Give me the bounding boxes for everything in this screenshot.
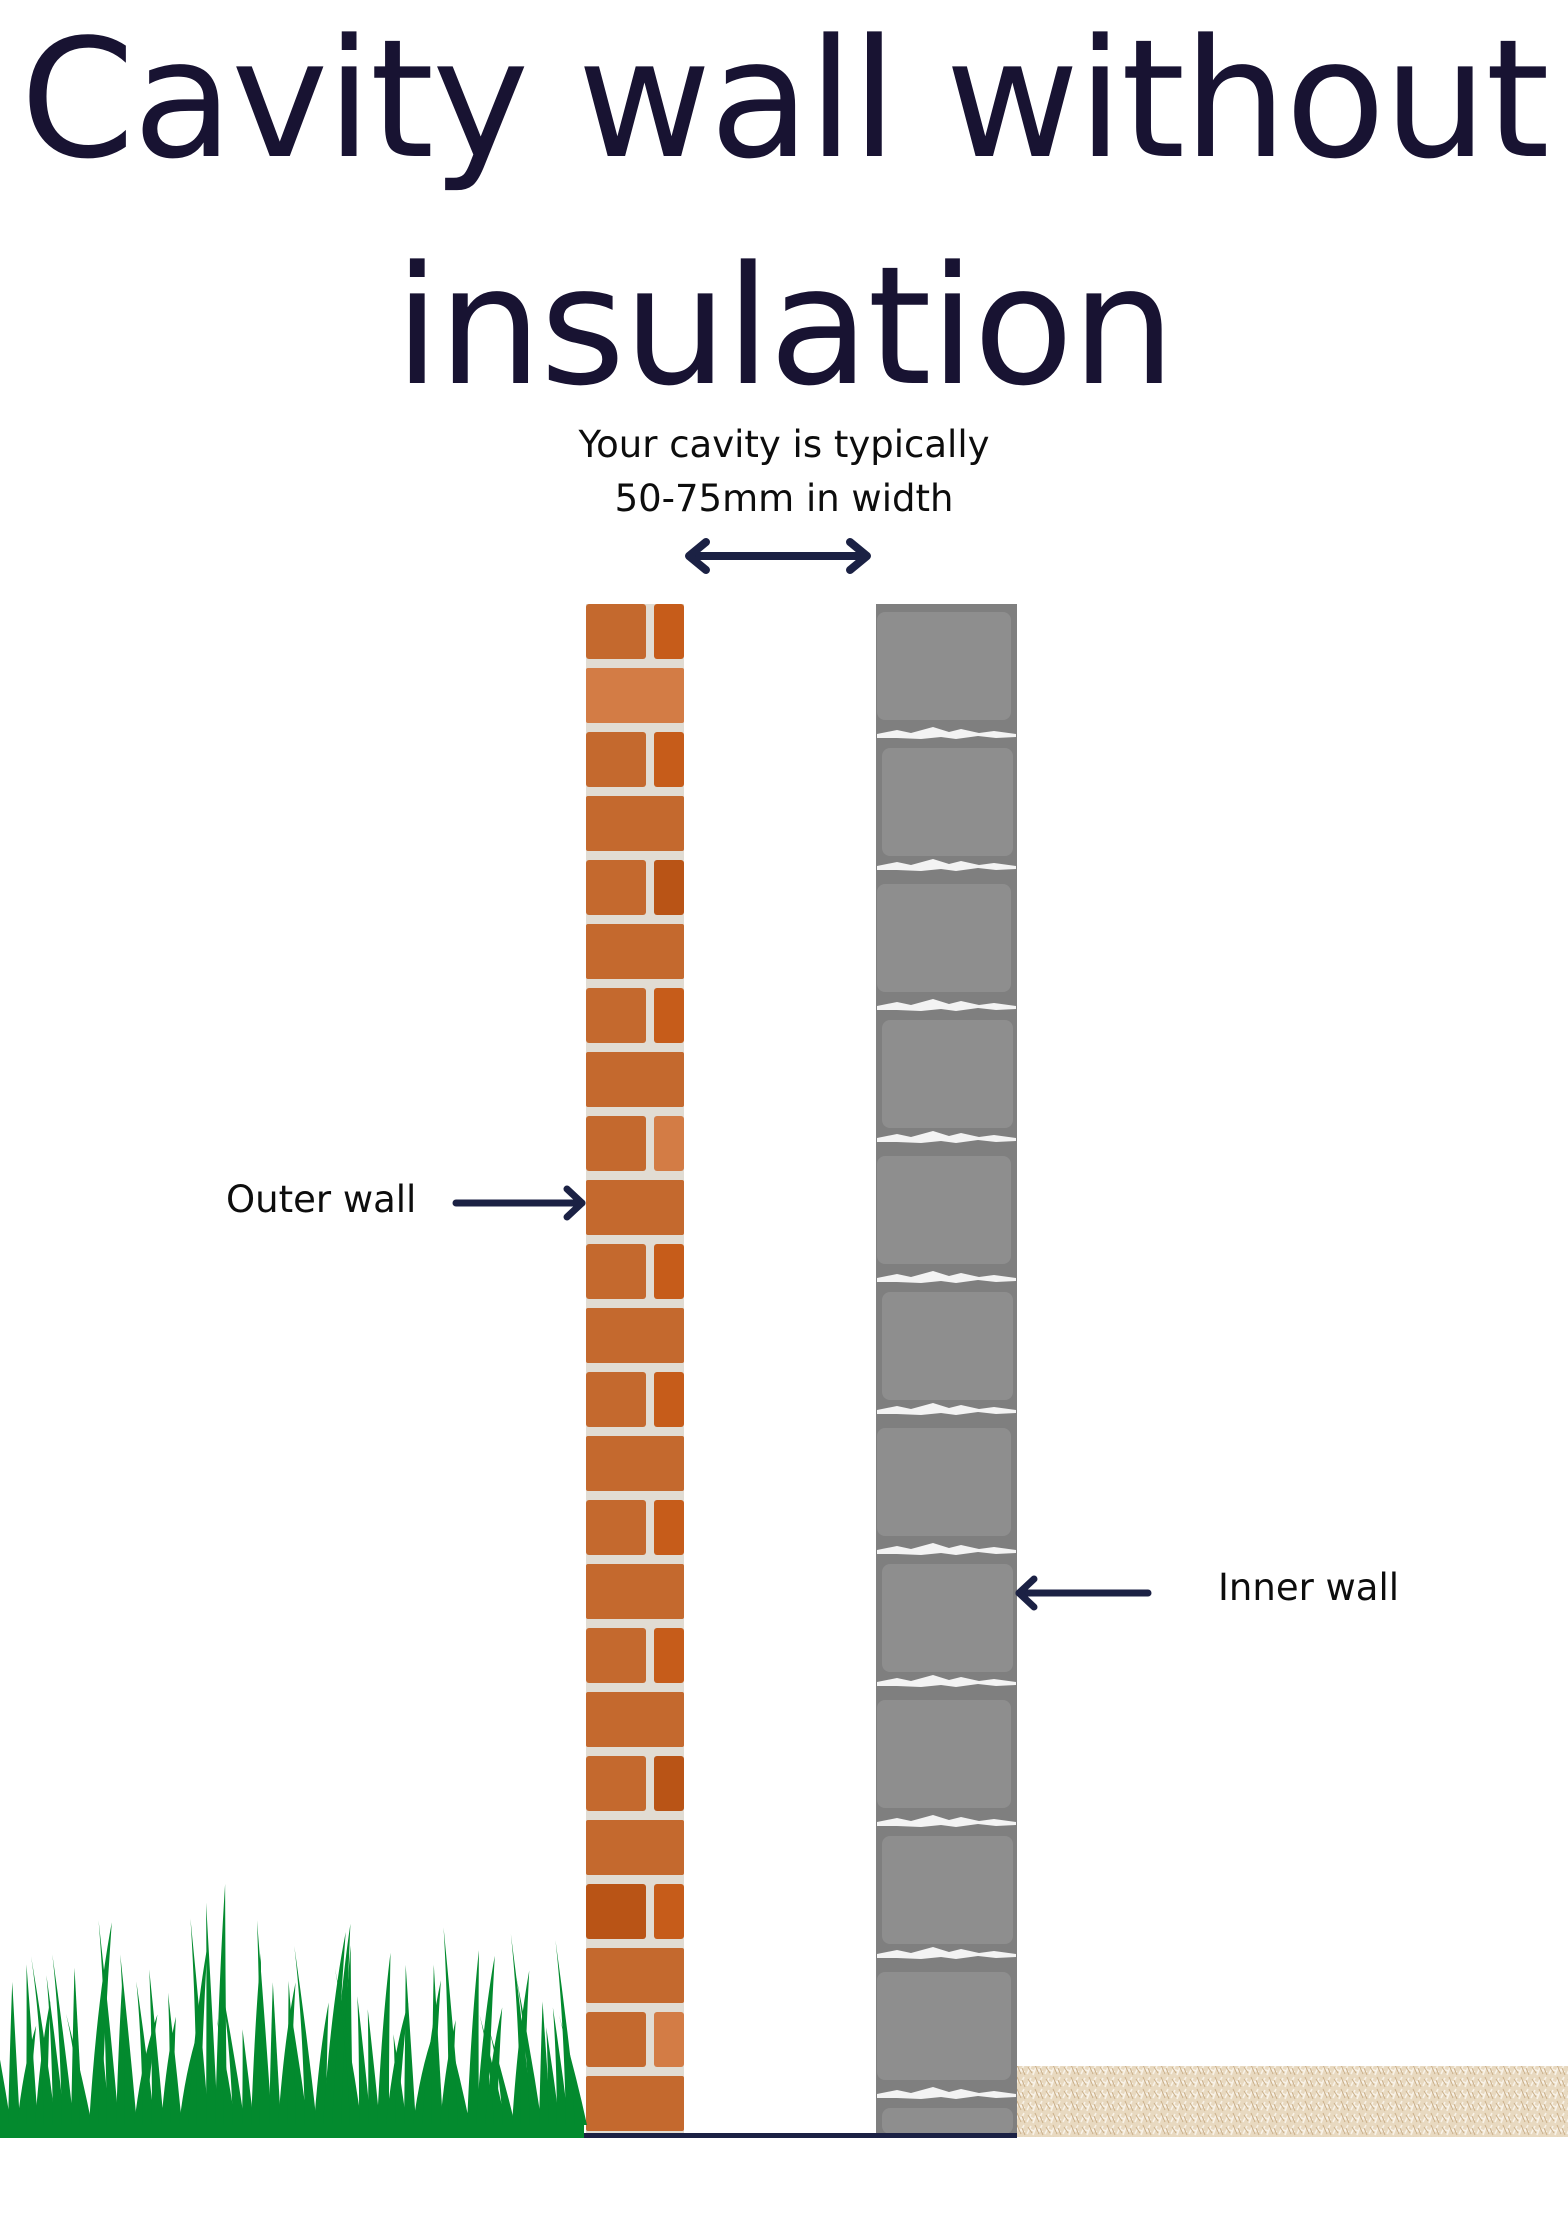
cavity-caption-line-1: Your cavity is typically [578, 423, 990, 466]
outer-wall-label: Outer wall [226, 1178, 417, 1221]
inner-block-wall [876, 604, 1017, 2134]
cavity-width-arrow-icon [685, 538, 871, 574]
ground-line [584, 2133, 1017, 2138]
carpet-floor [1017, 2066, 1568, 2137]
cavity-width-caption: Your cavity is typically 50-75mm in widt… [484, 418, 1084, 526]
inner-wall-label: Inner wall [1218, 1566, 1400, 1609]
outer-wall-arrow-icon [452, 1185, 586, 1221]
inner-wall-arrow-icon [1015, 1575, 1152, 1611]
diagram-title-line-2: insulation [394, 231, 1175, 422]
cavity-caption-line-2: 50-75mm in width [614, 477, 954, 520]
diagram-title-line-1: Cavity wall without [20, 4, 1550, 195]
grass-ground [0, 1883, 587, 2138]
outer-brick-wall [586, 604, 684, 2134]
